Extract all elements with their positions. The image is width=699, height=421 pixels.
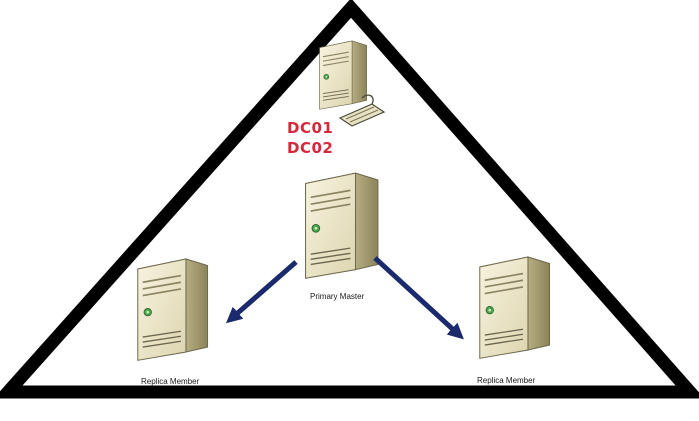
replica-left-server-icon — [136, 258, 209, 362]
replica-right-server-icon — [478, 256, 551, 360]
dc-label-2: DC02 — [287, 139, 334, 157]
replication-arrow-left — [225, 260, 298, 324]
dc-server-icon — [319, 40, 386, 127]
dc-label-1: DC01 — [287, 119, 334, 137]
replica-right-label: Replica Member — [477, 376, 536, 385]
replication-arrow-right — [373, 256, 464, 340]
triangle-outline — [0, 0, 699, 399]
primary-master-label: Primary Master — [310, 292, 365, 301]
replica-left-label: Replica Member — [141, 377, 200, 386]
primary-server-icon — [304, 172, 379, 280]
